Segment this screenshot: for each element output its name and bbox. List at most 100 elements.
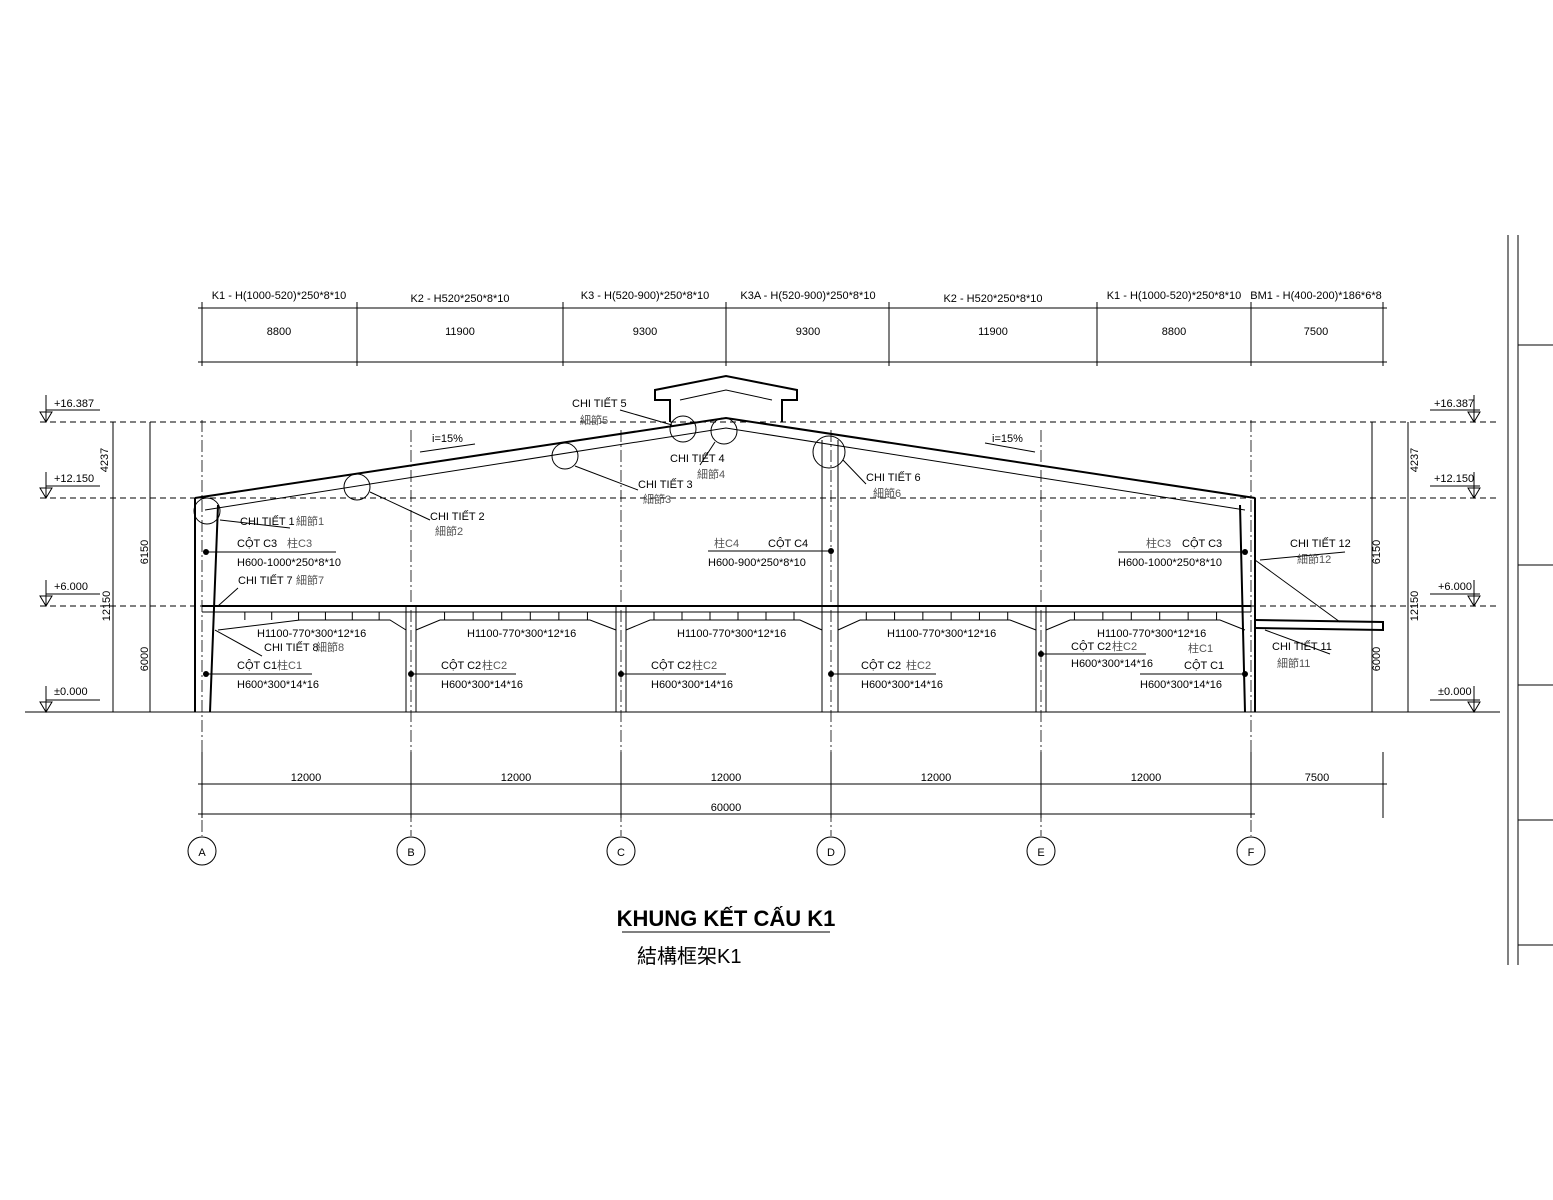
drawing-text: 柱C3	[287, 536, 312, 550]
drawing-text: D	[827, 847, 835, 859]
drawing-text: 細節3	[643, 492, 671, 506]
segment-label: K2 - H520*250*8*10	[410, 293, 509, 305]
drawing-text: CỘT C2	[861, 659, 901, 672]
level-marker-left: +16.387	[39, 395, 100, 423]
detail-2-label: CHI TIẾT 2	[430, 510, 485, 523]
segment-label: K1 - H(1000-520)*250*8*10	[212, 290, 347, 302]
drawing-text: 7500	[1305, 772, 1329, 784]
detail-4-label: CHI TIẾT 4	[670, 452, 725, 465]
drawing-text: CỘT C2	[1071, 640, 1111, 653]
drawing-text: A	[198, 847, 206, 859]
drawing-text: 細節2	[435, 524, 463, 538]
segment-length: 8800	[1162, 326, 1186, 338]
level-markers: +16.387 +12.150 +6.000 ±0.000 +16.387 +1…	[39, 395, 1481, 713]
grid-axis-F: F	[1236, 836, 1266, 866]
level-label: +6.000	[54, 581, 88, 593]
detail-callout-circles	[193, 409, 867, 529]
grid-axis-D: D	[816, 836, 846, 866]
drawing-text: 12150	[101, 591, 113, 622]
drawing-text: 6150	[1371, 540, 1383, 564]
drawing-text: CỘT C4	[768, 537, 808, 550]
drawing-text: 細節6	[873, 486, 901, 500]
segment-label: K1 - H(1000-520)*250*8*10	[1107, 290, 1242, 302]
drawing-text: H600*300*14*16	[441, 679, 523, 691]
drawing-text: C	[617, 847, 625, 859]
drawing-text: +16.387	[54, 398, 94, 410]
drawing-text: 12000	[291, 772, 322, 784]
drawing-text: 6150	[139, 540, 151, 564]
drawing-text: H1100-770*300*12*16	[887, 628, 996, 640]
segment-length: 9300	[633, 326, 657, 338]
drawing-title: KHUNG KẾT CẤU K1	[617, 906, 836, 931]
segment-label: K3 - H(520-900)*250*8*10	[581, 290, 709, 302]
top-dimension-chain: K1 - H(1000-520)*250*8*10 K2 - H520*250*…	[198, 290, 1387, 366]
detail-7-label: CHI TIẾT 7	[238, 574, 293, 587]
drawing-text: H600*300*14*16	[1140, 679, 1222, 691]
level-label: +12.150	[1434, 473, 1474, 485]
drawing-text: 柱C2	[692, 658, 717, 672]
drawing-text: H1100-770*300*12*16	[257, 628, 366, 640]
drawing-text: H600-1000*250*8*10	[1118, 557, 1222, 569]
level-label: +6.000	[1438, 581, 1472, 593]
slope-label: i=15%	[992, 433, 1023, 445]
drawing-text: E	[1037, 847, 1044, 859]
detail-5-label: CHI TIẾT 5	[572, 397, 627, 410]
detail-1-label: CHI TIẾT 1	[240, 515, 295, 528]
segment-label: BM1 - H(400-200)*186*6*8	[1250, 290, 1381, 302]
drawing-text: 12000	[1131, 772, 1162, 784]
drawing-text: 柱C2	[1112, 639, 1137, 653]
segment-label: K3A - H(520-900)*250*8*10	[740, 290, 875, 302]
segment-length: 8800	[267, 326, 291, 338]
grid-axis-C: C	[606, 836, 636, 866]
drawing-text: CỘT C2	[651, 659, 691, 672]
beam-labels: H1100-770*300*12*16 H1100-770*300*12*16 …	[257, 628, 1206, 640]
slope-indicators: i=15% i=15%	[419, 433, 1036, 453]
drawing-text: B	[407, 847, 414, 859]
total-length: 60000	[711, 802, 742, 814]
segment-length: 9300	[796, 326, 820, 338]
drawing-subtitle: 結構框架K1	[637, 945, 741, 968]
drawing-text: H1100-770*300*12*16	[467, 628, 576, 640]
drawing-text: 6000	[139, 647, 151, 671]
drawing-text: H600-1000*250*8*10	[237, 557, 341, 569]
drawing-text: 6000	[1371, 647, 1383, 671]
grid-axis-B: B	[396, 836, 426, 866]
bottom-dimension-chain: 12000 12000 12000 12000 12000 7500 60000	[198, 752, 1387, 818]
drawing-text: 12000	[711, 772, 742, 784]
drawing-text: H1100-770*300*12*16	[1097, 628, 1206, 640]
detail-8-label: CHI TIẾT 8	[264, 641, 319, 654]
drawing-text: F	[1248, 847, 1255, 859]
drawing-text: 12000	[921, 772, 952, 784]
level-label: +16.387	[1434, 398, 1474, 410]
detail-12-label: CHI TIẾT 12	[1290, 537, 1351, 550]
level-label: ±0.000	[54, 686, 88, 698]
segment-length: 11900	[978, 326, 1008, 338]
drawing-text: 4237	[1409, 448, 1421, 472]
drawing-text: CỘT C1	[1184, 659, 1224, 672]
side-dimensions: 4237 6150 6000 12150 4237 6150 6000 1215…	[99, 422, 1421, 712]
drawing-text: 4237	[99, 448, 111, 472]
drawing-text: CỘT C3	[1182, 537, 1222, 550]
title-block-border	[1507, 235, 1553, 965]
drawing-text: 柱C1	[1188, 641, 1213, 655]
drawing-text: CỘT C3	[237, 537, 277, 550]
drawing-text: 12000	[501, 772, 532, 784]
slope-label: i=15%	[432, 433, 463, 445]
segment-label: K2 - H520*250*8*10	[943, 293, 1042, 305]
grid-axis-E: E	[1026, 836, 1056, 866]
level-label: +12.150	[54, 473, 94, 485]
grid-axis-bubbles: A B C D E F	[187, 836, 1266, 866]
drawing-text: 柱C4	[714, 536, 739, 550]
column-labels: CỘT C3 柱C3 H600-1000*250*8*10 柱C4 CỘT C4 H…	[203, 536, 1248, 691]
drawing-text: H600*300*14*16	[861, 679, 943, 691]
drawing-text: 柱C1	[277, 658, 302, 672]
drawing-text: CỘT C1	[237, 659, 277, 672]
drawing-text: 柱C3	[1146, 536, 1171, 550]
drawing-text: 細節1	[296, 514, 324, 528]
drawing-text: 柱C2	[906, 658, 931, 672]
drawing-text: 細節5	[580, 413, 608, 427]
segment-length: 11900	[445, 326, 475, 338]
